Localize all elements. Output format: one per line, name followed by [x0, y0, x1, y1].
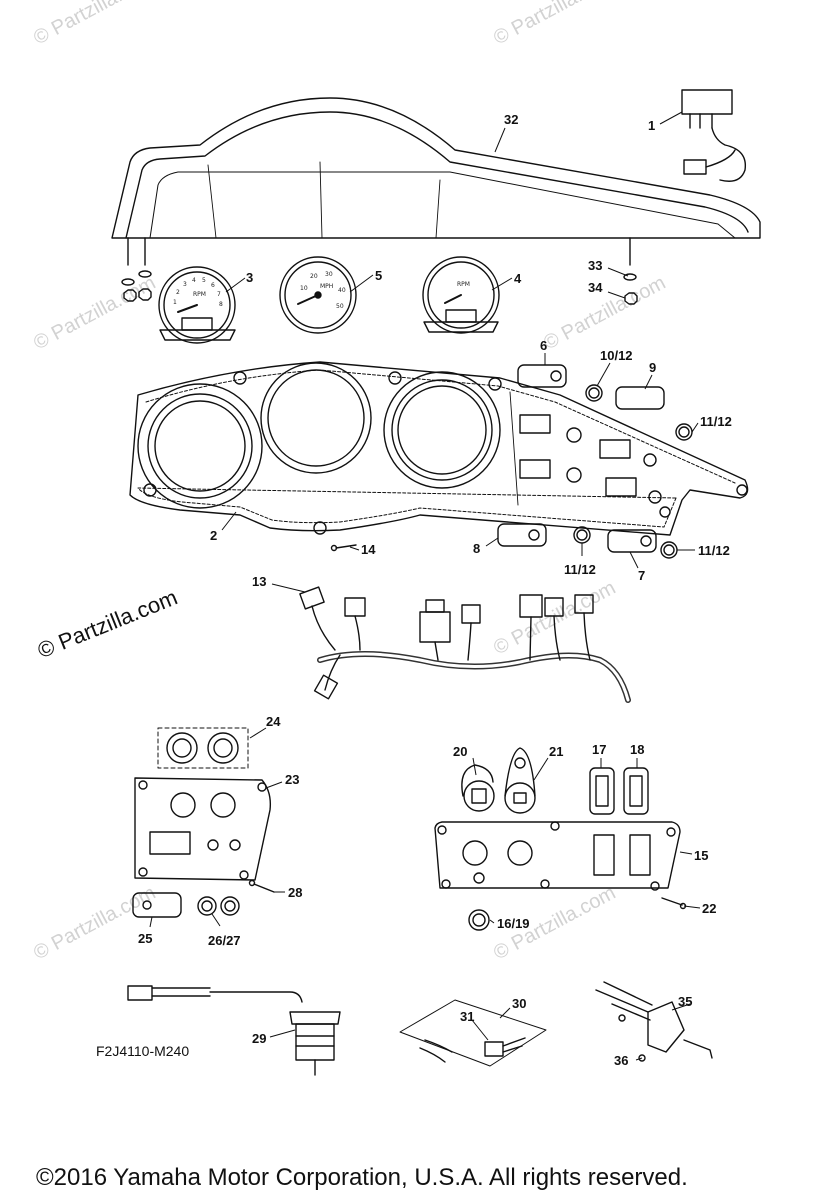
- tachometer-part-4: [422, 256, 500, 334]
- callout-label: 11/12: [698, 543, 730, 558]
- tach-tick-label: 3: [183, 281, 187, 288]
- panel-part-15: [434, 821, 681, 891]
- switch-part-17: [589, 767, 615, 815]
- callout-label: 36: [614, 1053, 628, 1068]
- callout-label: 31: [460, 1009, 474, 1024]
- callout-label: 16/19: [497, 916, 530, 931]
- callout-label: 11/12: [700, 414, 732, 429]
- callout-label: 25: [138, 931, 152, 946]
- callout-label: 1: [648, 118, 655, 133]
- callout-label: 2: [210, 528, 217, 543]
- relay-part: [681, 89, 747, 182]
- callout-label: 35: [678, 994, 692, 1009]
- callout-label: 28: [288, 885, 302, 900]
- speedo-unit-label: MPH: [320, 283, 333, 290]
- speedometer-part-5: [279, 256, 357, 334]
- callout-label: 32: [504, 112, 518, 127]
- tach-tick-label: 8: [219, 301, 223, 308]
- dash-cover-part: [111, 97, 761, 266]
- callout-label: 7: [638, 568, 645, 583]
- copyright-notice: ©2016 Yamaha Motor Corporation, U.S.A. A…: [36, 1164, 688, 1191]
- washer-nut-part: [121, 270, 638, 305]
- panel-part-23: [134, 727, 272, 881]
- callout-label: 34: [588, 280, 603, 295]
- switch-part-8: [497, 523, 547, 547]
- tach-tick-label: 6: [211, 282, 215, 289]
- callout-label: 10/12: [600, 348, 633, 363]
- callout-label: 17: [592, 742, 606, 757]
- callout-label: 8: [473, 541, 480, 556]
- callout-label: 26/27: [208, 933, 241, 948]
- callout-label: 20: [453, 744, 467, 759]
- power-outlet-part-20: [461, 764, 495, 812]
- tach-tick-label: 4: [192, 277, 196, 284]
- callout-label: 6: [540, 338, 547, 353]
- speedo-tick-label: 30: [325, 271, 333, 278]
- speedo-tick-label: 20: [310, 273, 318, 280]
- tach-tick-label: 5: [202, 277, 206, 284]
- dash-panel-part: [129, 361, 749, 536]
- blank-plug-part-26-27: [197, 896, 240, 916]
- screw-part-22: [661, 897, 687, 910]
- callout-label: 13: [252, 574, 266, 589]
- callout-label: 22: [702, 901, 716, 916]
- rocker-switch-part-25: [132, 892, 182, 918]
- diagram-code: F2J4110-M240: [96, 1043, 190, 1059]
- tach-tick-label: 2: [176, 289, 180, 296]
- tach-tick-label: 7: [217, 291, 221, 298]
- switch-part-18: [623, 767, 649, 815]
- callout-label: 4: [514, 271, 522, 286]
- tach-unit-label: RPM: [193, 291, 206, 298]
- screw-part: [330, 544, 357, 552]
- switch-part-9: [615, 386, 665, 410]
- wire-harness-part: [299, 586, 631, 703]
- callout-label: 18: [630, 742, 644, 757]
- screw-part-28: [248, 879, 275, 893]
- switch-part-7: [607, 529, 657, 553]
- blank-plug-part-16-19: [468, 909, 490, 931]
- callout-label: 21: [549, 744, 563, 759]
- callout-label: 14: [361, 542, 376, 557]
- speedo-tick-label: 50: [336, 303, 344, 310]
- sensor-part-29: [127, 985, 341, 1076]
- callout-label: 15: [694, 848, 708, 863]
- callout-label: 3: [246, 270, 253, 285]
- callout-label: 23: [285, 772, 299, 787]
- usb-outlet-part-21: [504, 747, 536, 814]
- tach-unit-label: RPM: [457, 281, 470, 288]
- tachometer-part-3: [158, 266, 236, 344]
- callout-label: 33: [588, 258, 602, 273]
- speedo-tick-label: 40: [338, 287, 346, 294]
- switch-box-part-35: [595, 981, 713, 1062]
- callout-label: 9: [649, 360, 656, 375]
- key-switch-part-30: [399, 999, 547, 1067]
- callout-label: 5: [375, 268, 382, 283]
- blank-plug-part: [573, 384, 693, 559]
- callout-label: 29: [252, 1031, 266, 1046]
- callout-label: 24: [266, 714, 281, 729]
- switch-part-6: [517, 364, 567, 388]
- callout-label: 30: [512, 996, 526, 1011]
- tach-tick-label: 1: [173, 299, 177, 306]
- callout-label: 11/12: [564, 562, 596, 577]
- speedo-tick-label: 10: [300, 285, 308, 292]
